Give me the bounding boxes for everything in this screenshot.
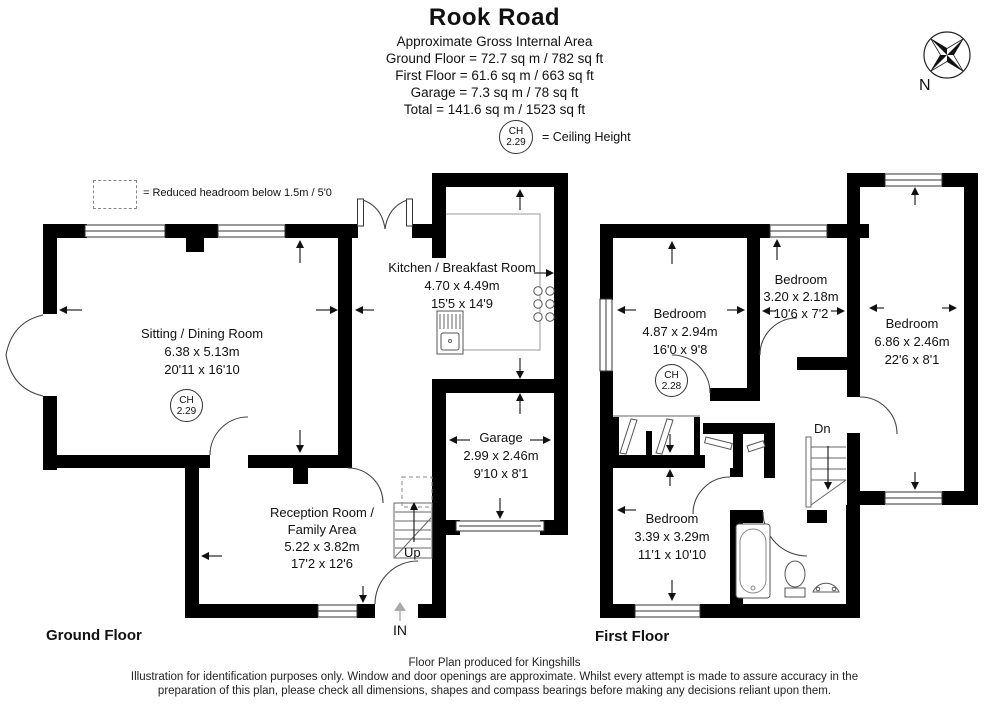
footer-line-2: Illustration for identification purposes…	[130, 671, 859, 683]
ground-floor-windows	[84, 224, 358, 618]
room-label-bedroom-back: Bedroom 3.39 x 3.29m 11'1 x 10'10	[634, 510, 709, 564]
ceiling-height-legend-text: = Ceiling Height	[542, 130, 631, 144]
room-dim-metric: 2.99 x 2.46m	[463, 448, 539, 463]
stairs-up-label: Up	[404, 545, 421, 560]
kitchen-fixtures	[436, 213, 555, 355]
toilet	[784, 560, 806, 598]
room-label-garage: Garage 2.99 x 2.46m 9'10 x 8'1	[463, 429, 538, 483]
room-label-bedroom-middle: Bedroom 3.20 x 2.18m 10'6 x 7'2	[763, 271, 838, 322]
room-dim-imperial: 22'6 x 8'1	[884, 352, 940, 367]
ch-label: CH	[508, 126, 524, 137]
room-name: Bedroom	[885, 316, 939, 331]
garage-door	[455, 520, 545, 532]
reduced-headroom-area	[401, 476, 433, 508]
room-label-reception: Reception Room / Family Area 5.22 x 3.82…	[270, 504, 374, 572]
ch-label: CH	[179, 394, 194, 406]
room-dim-imperial: 17'2 x 12'6	[290, 556, 354, 571]
area-first: First Floor = 61.6 sq m / 663 sq ft	[395, 68, 594, 83]
first-floor-windows	[599, 173, 943, 618]
page-title: Rook Road	[428, 4, 561, 31]
room-label-sitting-dining: Sitting / Dining Room 6.38 x 5.13m 20'11…	[141, 325, 263, 379]
room-dim-imperial: 20'11 x 16'10	[164, 362, 240, 377]
compass-icon: N	[919, 31, 971, 94]
first-floor-walls	[600, 173, 978, 618]
ceiling-height-ground: CH 2.29	[170, 389, 203, 422]
dimension-arrows-ground	[59, 189, 554, 603]
kitchen-hob	[533, 286, 555, 322]
subtitle-line: Approximate Gross Internal Area	[396, 34, 593, 49]
room-name: Garage	[479, 430, 523, 445]
room-dim-imperial: 15'5 x 14'9	[430, 296, 494, 311]
room-dim-metric: 3.39 x 3.29m	[634, 529, 710, 544]
room-dim-imperial: 9'10 x 8'1	[473, 466, 529, 481]
room-label-kitchen: Kitchen / Breakfast Room 4.70 x 4.49m 15…	[388, 259, 535, 313]
room-label-bedroom-right: Bedroom 6.86 x 2.46m 22'6 x 8'1	[874, 315, 949, 369]
kitchen-sink	[436, 310, 464, 355]
entrance-in-label: IN	[393, 622, 407, 638]
room-name: Bedroom	[645, 511, 699, 526]
kitchen-counter	[446, 213, 541, 351]
entrance-arrow	[394, 602, 406, 621]
room-name: Bedroom	[653, 306, 707, 321]
ceiling-height-legend-circle: CH 2.29	[499, 120, 533, 154]
room-dim-metric: 6.86 x 2.46m	[874, 334, 950, 349]
wardrobes	[613, 415, 766, 455]
reduced-headroom-legend-box	[93, 180, 137, 209]
stairs-down	[805, 436, 847, 508]
header-subtitle: Approximate Gross Internal Area Ground F…	[0, 33, 989, 118]
first-floor-title: First Floor	[595, 628, 670, 645]
room-dim-imperial: 16'0 x 9'8	[652, 342, 708, 357]
compass-north-label: N	[919, 77, 931, 94]
ground-floor-doors	[5, 198, 419, 605]
room-dim-metric: 6.38 x 5.13m	[164, 344, 240, 359]
ch-value: 2.28	[661, 380, 682, 392]
area-total: Total = 141.6 sq m / 1523 sq ft	[403, 102, 586, 117]
first-floor-doors	[671, 317, 898, 557]
room-dim-imperial: 10'6 x 7'2	[773, 306, 829, 321]
area-ground: Ground Floor = 72.7 sq m / 782 sq ft	[385, 51, 604, 66]
room-name: Reception Room /	[269, 505, 375, 520]
room-label-bedroom-front: Bedroom 4.87 x 2.94m 16'0 x 9'8	[642, 305, 717, 359]
ch-value: 2.29	[176, 405, 197, 417]
room-name-2: Family Area	[287, 522, 357, 537]
ground-floor-walls	[43, 173, 568, 618]
footer-line-1: Floor Plan produced for Kingshills	[408, 657, 581, 669]
room-dim-metric: 4.87 x 2.94m	[642, 324, 718, 339]
area-garage: Garage = 7.3 sq m / 78 sq ft	[410, 85, 579, 100]
ground-floor-title: Ground Floor	[46, 627, 142, 644]
ch-label: CH	[664, 369, 679, 381]
footer-line-3: preparation of this plan, please check a…	[157, 685, 832, 697]
room-dim-metric: 4.70 x 4.49m	[424, 278, 500, 293]
basin	[812, 582, 840, 593]
reduced-headroom-legend-text: = Reduced headroom below 1.5m / 5'0	[143, 187, 332, 199]
bathroom-fixtures	[735, 523, 840, 599]
ceiling-height-first: CH 2.28	[655, 364, 688, 397]
room-name: Kitchen / Breakfast Room	[388, 260, 536, 275]
room-name: Sitting / Dining Room	[140, 326, 264, 341]
room-dim-metric: 5.22 x 3.82m	[284, 539, 360, 554]
room-dim-imperial: 11'1 x 10'10	[637, 547, 707, 562]
ch-value: 2.29	[506, 137, 526, 148]
dimension-arrows-first	[617, 187, 957, 601]
room-name: Bedroom	[774, 272, 828, 287]
footer-disclaimer: Floor Plan produced for Kingshills Illus…	[0, 656, 989, 698]
room-dim-metric: 3.20 x 2.18m	[763, 289, 839, 304]
stairs-down-label: Dn	[814, 421, 831, 436]
bathtub	[735, 523, 771, 599]
stairs-up	[393, 476, 433, 559]
